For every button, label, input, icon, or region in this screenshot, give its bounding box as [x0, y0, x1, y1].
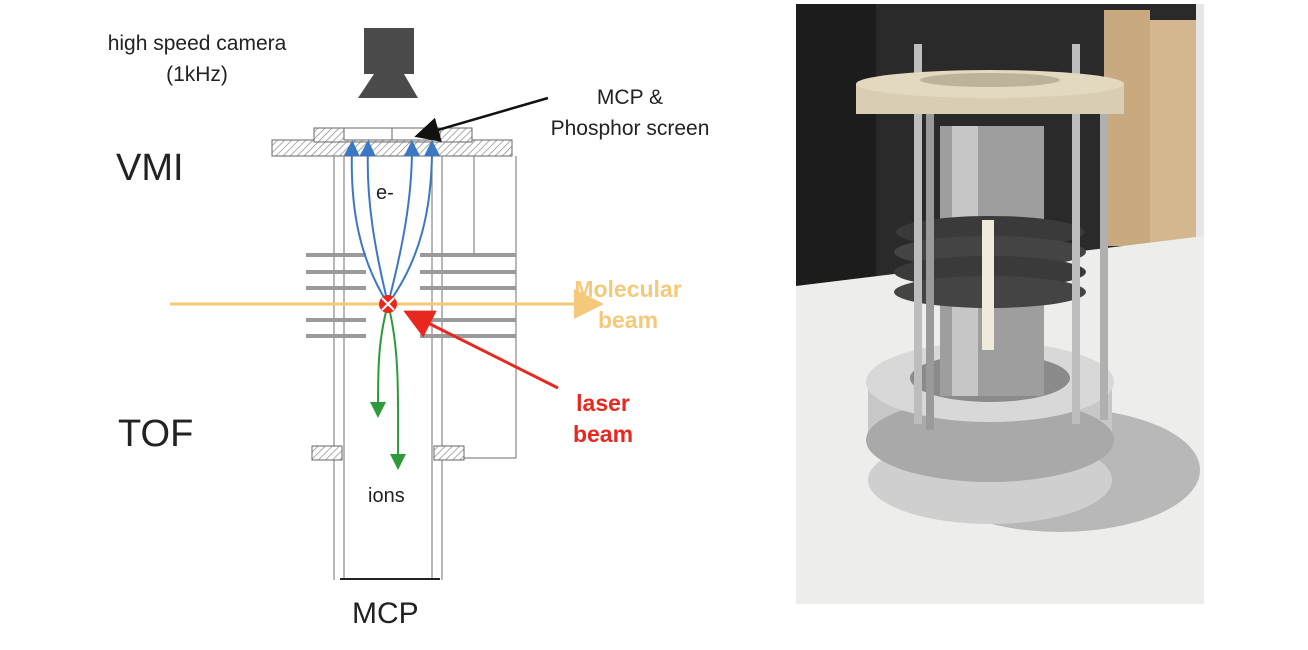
- vmi-label: VMI: [116, 147, 184, 189]
- camera-icon: [358, 28, 418, 98]
- molecular-beam-label-line1: Molecular: [574, 276, 682, 302]
- camera-label-line2: (1kHz): [166, 63, 228, 86]
- camera-label-line1: high speed camera: [107, 32, 287, 55]
- bottom-mcp-label: MCP: [352, 597, 419, 630]
- laser-beam-label-line1: laser: [576, 390, 630, 416]
- molecular-beam-label-line2: beam: [597, 307, 659, 333]
- laser-beam-label: laser beam: [548, 388, 658, 450]
- apparatus-photo: [796, 4, 1204, 604]
- mcp-screen-label: MCP & Phosphor screen: [530, 82, 730, 144]
- interaction-point-icon: [379, 295, 397, 313]
- top-flange: [271, 127, 513, 157]
- mcp-screen-label-line1: MCP &: [596, 86, 664, 109]
- electron-label: e-: [376, 182, 394, 204]
- camera-label: high speed camera (1kHz): [92, 28, 302, 90]
- lower-flange: [311, 445, 465, 461]
- electron-trajectories: [343, 140, 440, 305]
- ion-trajectories: [370, 303, 407, 470]
- tof-label: TOF: [118, 413, 194, 455]
- mcp-screen-label-line2: Phosphor screen: [550, 117, 710, 140]
- electrode-stack: [306, 253, 516, 338]
- vacuum-tube: [333, 156, 517, 580]
- molecular-beam-label: Molecular beam: [548, 274, 708, 336]
- mcp-pointer-arrow: [414, 96, 549, 142]
- ions-label: ions: [368, 485, 405, 507]
- laser-pointer-arrow: [403, 310, 559, 390]
- laser-beam-label-line2: beam: [572, 421, 634, 447]
